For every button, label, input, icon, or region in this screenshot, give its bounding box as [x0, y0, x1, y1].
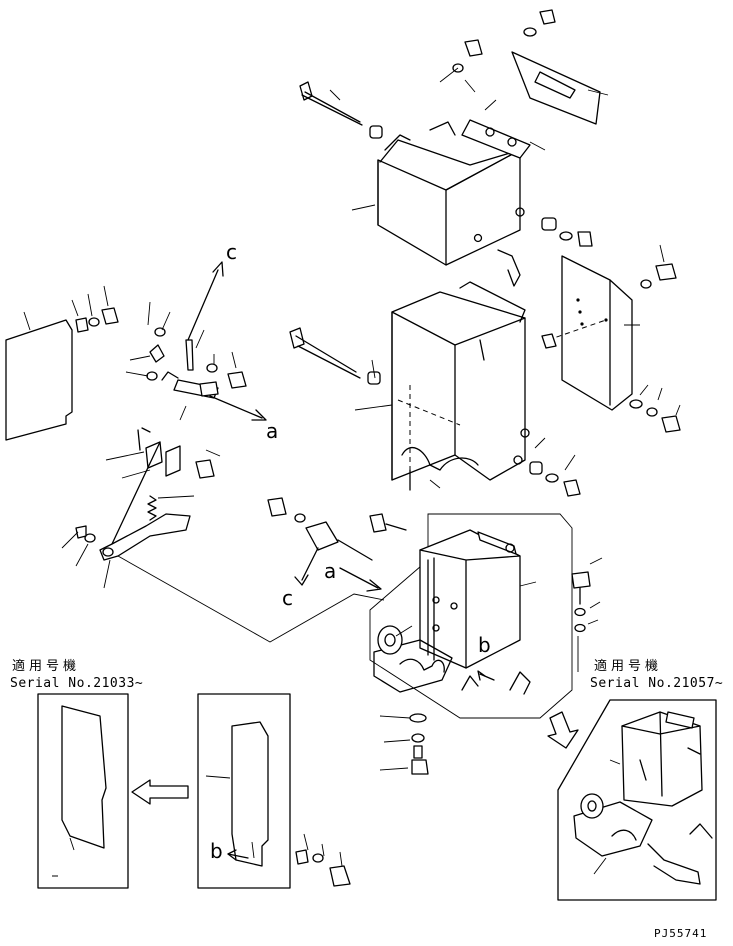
- callout-a-left: a: [266, 419, 279, 443]
- left-cover-plate: [5, 285, 119, 441]
- callout-c-top: c: [226, 240, 237, 264]
- callout-c-bottom: c: [282, 586, 293, 610]
- inset-left-serial-label: Serial No.21033~: [10, 676, 144, 691]
- inset-center-frame: [197, 693, 351, 889]
- control-linkage: [61, 261, 267, 589]
- inset-right-serial-label: Serial No.21057~: [590, 676, 724, 691]
- base-bracket-assembly: [267, 497, 603, 775]
- inset-right-applicable-label: 適用号機: [594, 659, 663, 674]
- inset-right-frame: [557, 699, 717, 901]
- top-cover-assembly: [299, 9, 609, 287]
- inset-left-applicable-label: 適用号機: [12, 659, 81, 674]
- callout-b-right: b: [478, 633, 491, 657]
- transition-arrow: [131, 779, 189, 805]
- figure-code: PJ55741: [654, 927, 708, 940]
- inset-left-frame: [37, 693, 129, 889]
- right-side-panel: [541, 244, 681, 433]
- callout-b-left: b: [210, 839, 223, 863]
- callout-a-right: a: [324, 559, 337, 583]
- lever-to-base-guide-line: [117, 555, 385, 643]
- middle-shroud-assembly: [289, 281, 581, 497]
